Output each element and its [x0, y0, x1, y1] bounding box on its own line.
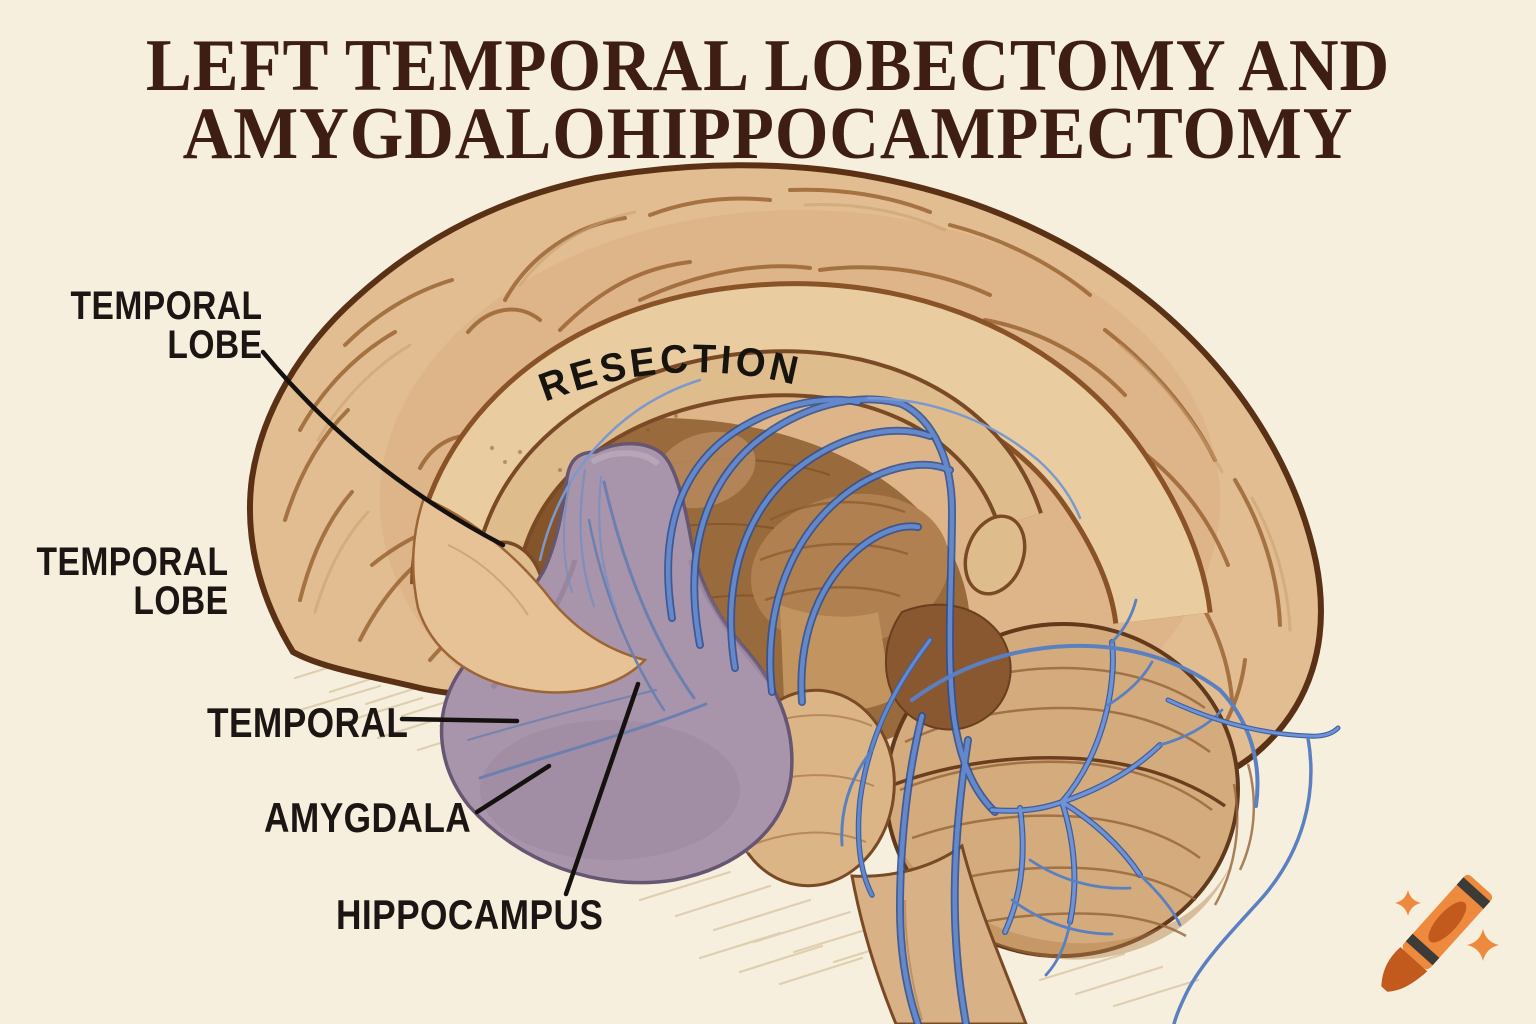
leader-temporal	[399, 716, 520, 724]
label-text: LOBE	[132, 579, 228, 623]
leader-temporal-lobe	[260, 349, 506, 548]
cortex-gyri	[283, 187, 1282, 767]
page-title-line1: LEFT TEMPORAL LOBECTOMY AND	[145, 25, 1391, 107]
label-text: LOBE	[166, 323, 262, 367]
cingulate-band	[410, 281, 1213, 625]
label-temporal-lobe-upper: TEMPORAL LOBE	[70, 284, 262, 367]
medulla	[850, 843, 1028, 1024]
callosum-splenium	[963, 514, 1027, 596]
page-title-line2: AMYGDALOHIPPOCAMPECTOMY	[182, 93, 1354, 175]
label-hippocampus: HIPPOCAMPUS	[336, 891, 604, 938]
label-temporal: TEMPORAL	[207, 699, 409, 746]
temporal-inner-wall	[411, 496, 648, 694]
leader-amygdala	[474, 763, 552, 815]
label-text: TEMPORAL	[70, 284, 262, 328]
crayon-logo	[1381, 874, 1499, 992]
sparkle-icon	[1467, 929, 1499, 961]
leader-hippocampus	[563, 681, 641, 897]
crayon-tip	[1381, 947, 1428, 992]
label-temporal-lobe-lower: TEMPORAL LOBE	[36, 540, 228, 623]
thalamus	[654, 431, 950, 712]
blood-vessels	[466, 378, 1341, 1024]
leader-lines	[260, 349, 641, 897]
cortex-gyri-light	[313, 203, 1292, 632]
label-amygdala: AMYGDALA	[264, 794, 472, 841]
cerebellum-fissure	[884, 756, 1227, 808]
sparkle-icon	[1395, 890, 1421, 916]
label-text: TEMPORAL	[36, 540, 228, 584]
